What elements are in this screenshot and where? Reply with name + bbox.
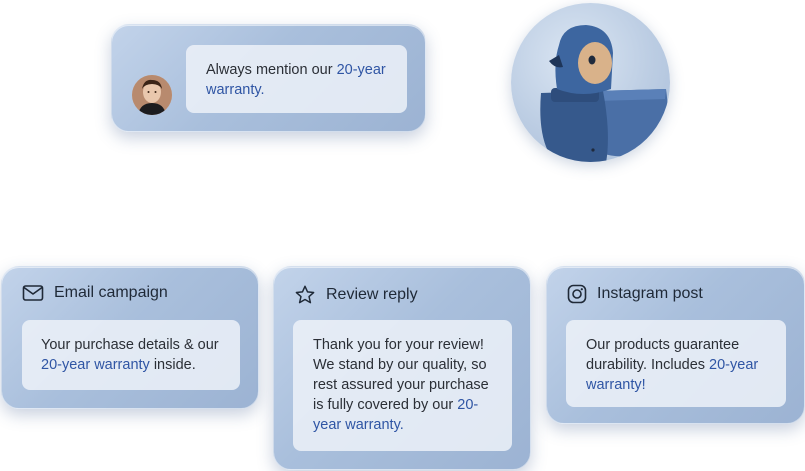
instagram-post-bubble: Our products guarantee durability. Inclu… [566, 320, 786, 407]
instagram-text: Our products guarantee durability. Inclu… [586, 337, 740, 373]
instruction-card: Always mention our 20-year warranty. [111, 24, 426, 132]
instagram-post-header: Instagram post [567, 284, 703, 304]
email-campaign-header: Email campaign [22, 284, 168, 302]
email-campaign-bubble: Your purchase details & our 20-year warr… [22, 320, 240, 390]
instagram-post-card: Instagram post Our products guarantee du… [546, 266, 805, 424]
user-avatar [132, 75, 172, 115]
instruction-bubble: Always mention our 20-year warranty. [186, 45, 407, 113]
star-icon [294, 284, 316, 306]
instruction-text: Always mention our [206, 62, 337, 78]
email-highlight: 20-year warranty [41, 357, 150, 373]
mascot-bird-image [511, 3, 670, 162]
email-text: Your purchase details & our [41, 337, 219, 353]
review-highlight: 20-year warranty. [313, 397, 479, 433]
review-reply-title: Review reply [326, 286, 418, 303]
instruction-highlight: 20-year warranty. [206, 62, 386, 98]
email-text-after: inside. [149, 357, 196, 373]
mail-icon [22, 284, 44, 302]
review-reply-card: Review reply Thank you for your review! … [273, 266, 531, 470]
instagram-icon [567, 284, 587, 304]
review-text: Thank you for your review! We stand by o… [313, 337, 489, 413]
email-campaign-card: Email campaign Your purchase details & o… [1, 266, 259, 409]
instagram-post-title: Instagram post [597, 285, 703, 302]
review-reply-bubble: Thank you for your review! We stand by o… [293, 320, 512, 451]
review-reply-header: Review reply [294, 284, 418, 306]
instagram-highlight: 20-year warranty! [586, 357, 759, 393]
email-campaign-title: Email campaign [54, 284, 168, 301]
